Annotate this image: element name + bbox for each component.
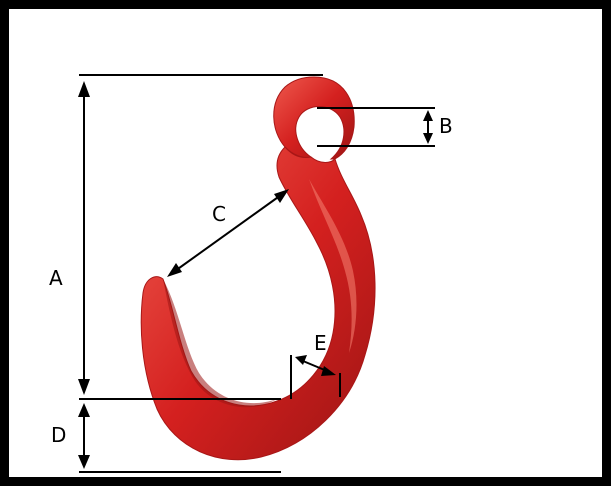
dimension-a-label: A bbox=[49, 266, 63, 290]
hook-inner-shade bbox=[163, 279, 277, 408]
dimension-b-arrow-top bbox=[423, 110, 433, 121]
dimension-b-arrow-bottom bbox=[423, 133, 433, 144]
dimension-b: B bbox=[317, 107, 453, 147]
dimension-d-label: D bbox=[51, 423, 66, 447]
dimension-d: D bbox=[51, 398, 281, 473]
hook-eye bbox=[273, 76, 355, 160]
dimension-a-arrow-bottom bbox=[78, 379, 90, 395]
dimension-e-label: E bbox=[314, 331, 327, 355]
dimension-c-arrow-lower bbox=[167, 263, 182, 277]
dimension-c-arrow-upper bbox=[274, 189, 289, 203]
dimension-e: E bbox=[290, 331, 341, 399]
hook-highlight bbox=[309, 179, 357, 353]
dimension-d-arrow-bottom bbox=[78, 455, 90, 469]
dimension-e-arrow-right bbox=[321, 366, 336, 376]
hook-body bbox=[140, 146, 376, 461]
dimension-c-label: C bbox=[212, 202, 226, 226]
dimension-a-arrow-top bbox=[78, 81, 90, 97]
dimension-d-arrow-top bbox=[78, 403, 90, 417]
dimension-e-arrow-left bbox=[295, 355, 307, 365]
dimension-a: A bbox=[49, 74, 323, 395]
dimension-c-line bbox=[174, 194, 282, 272]
hook-illustration bbox=[140, 76, 376, 461]
dimension-c: C bbox=[167, 189, 289, 277]
hook-dimension-diagram: A B C D bbox=[49, 74, 453, 473]
dimension-b-label: B bbox=[439, 114, 453, 138]
